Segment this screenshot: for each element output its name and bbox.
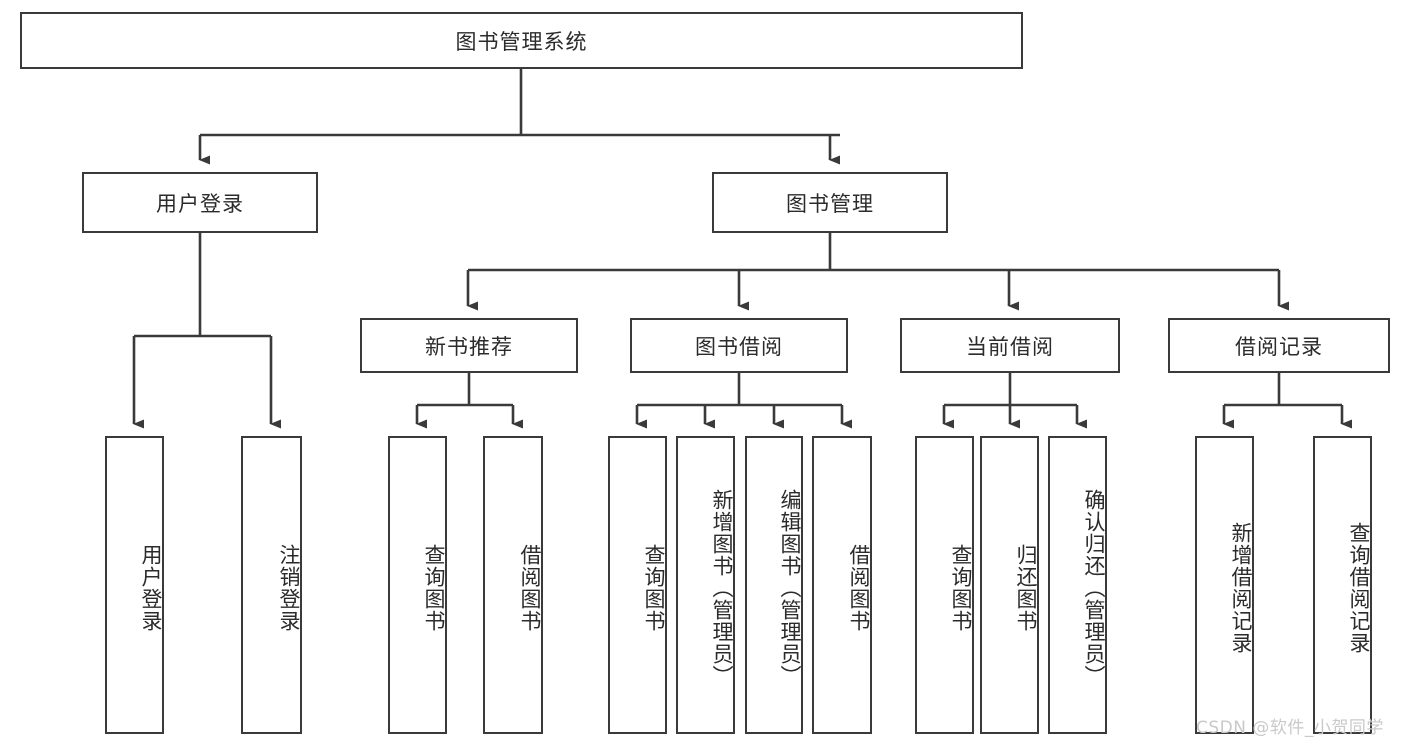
leaf-node-label: 确认归还（管理员） xyxy=(1082,489,1106,687)
node-root[interactable]: 图书管理系统 xyxy=(20,12,1023,69)
leaf-node[interactable]: 借阅图书 xyxy=(483,436,543,734)
watermark: CSDN @软件_小贺同学 xyxy=(1196,718,1384,738)
leaf-node-label: 查询图书 xyxy=(642,544,666,632)
leaf-node-label: 用户登录 xyxy=(139,544,163,632)
leaf-node-label: 新增图书（管理员） xyxy=(710,489,734,687)
node-level3-book-borrow[interactable]: 图书借阅 xyxy=(630,318,848,373)
node-level2-book-management[interactable]: 图书管理 xyxy=(712,172,948,233)
leaf-node[interactable]: 查询图书 xyxy=(915,436,974,734)
node-level2-book-management-label: 图书管理 xyxy=(786,191,874,216)
leaf-node[interactable]: 确认归还（管理员） xyxy=(1048,436,1107,734)
node-level3-new-book-recommend-label: 新书推荐 xyxy=(425,334,513,359)
leaf-node[interactable]: 归还图书 xyxy=(980,436,1039,734)
leaf-node[interactable]: 编辑图书（管理员） xyxy=(745,436,803,734)
leaf-node-label: 新增借阅记录 xyxy=(1229,522,1253,654)
leaf-node-label: 归还图书 xyxy=(1014,544,1038,632)
node-root-label: 图书管理系统 xyxy=(455,29,588,54)
node-level3-current-borrow[interactable]: 当前借阅 xyxy=(900,318,1120,373)
leaf-node[interactable]: 查询图书 xyxy=(608,436,667,734)
leaf-node[interactable]: 用户登录 xyxy=(105,436,164,734)
node-level3-book-borrow-label: 图书借阅 xyxy=(695,334,783,359)
leaf-node-label: 编辑图书（管理员） xyxy=(778,489,802,687)
node-level2-user-login-label: 用户登录 xyxy=(156,191,244,216)
leaf-node[interactable]: 新增图书（管理员） xyxy=(676,436,735,734)
node-level3-current-borrow-label: 当前借阅 xyxy=(966,334,1054,359)
leaf-node[interactable]: 注销登录 xyxy=(241,436,302,734)
node-level3-new-book-recommend[interactable]: 新书推荐 xyxy=(360,318,578,373)
leaf-node[interactable]: 新增借阅记录 xyxy=(1195,436,1254,734)
leaf-node-label: 查询图书 xyxy=(422,544,446,632)
node-level3-borrow-record[interactable]: 借阅记录 xyxy=(1168,318,1390,373)
leaf-node-label: 查询借阅记录 xyxy=(1347,522,1371,654)
leaf-node-label: 借阅图书 xyxy=(518,544,542,632)
leaf-node-label: 注销登录 xyxy=(277,544,301,632)
leaf-node-label: 借阅图书 xyxy=(847,544,871,632)
node-level2-user-login[interactable]: 用户登录 xyxy=(82,172,318,233)
leaf-node[interactable]: 查询图书 xyxy=(388,436,447,734)
leaf-node-label: 查询图书 xyxy=(949,544,973,632)
leaf-node[interactable]: 查询借阅记录 xyxy=(1313,436,1372,734)
leaf-node[interactable]: 借阅图书 xyxy=(812,436,872,734)
node-level3-borrow-record-label: 借阅记录 xyxy=(1235,334,1323,359)
